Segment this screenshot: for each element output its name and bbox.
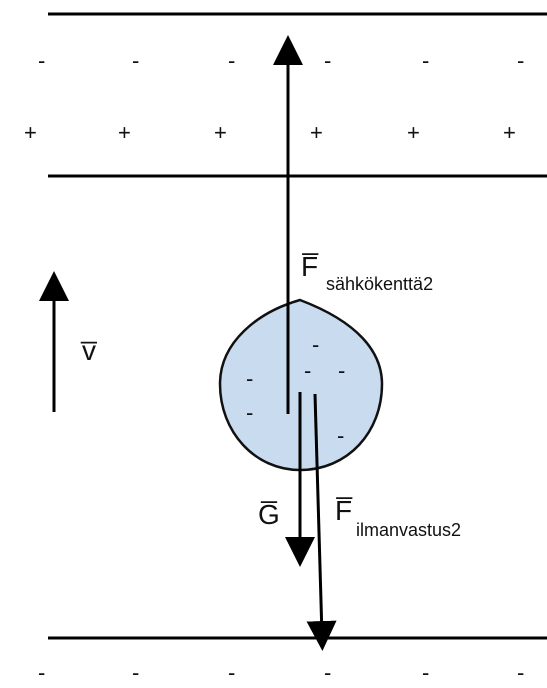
charge-minus: - <box>38 48 45 73</box>
charge-minus: - <box>324 48 331 73</box>
air-resistance-arrow <box>306 393 337 651</box>
charge-plus: + <box>407 120 420 145</box>
electric-force-sub-label: sähkökenttä2 <box>326 274 433 294</box>
charge-minus: - <box>132 48 139 73</box>
charge-minus: - <box>517 660 524 685</box>
charge-minus: - <box>132 660 139 685</box>
droplet-charge: - <box>312 332 319 357</box>
air-resistance-sub-label: ilmanvastus2 <box>356 520 461 540</box>
charge-plus: + <box>310 120 323 145</box>
bottom-charge-row: - - - - - - <box>38 660 524 685</box>
velocity-label: v̅ <box>80 335 98 366</box>
charge-minus: - <box>324 660 331 685</box>
charge-minus: - <box>228 48 235 73</box>
charge-minus: - <box>228 660 235 685</box>
electric-force-main-label: F̅ <box>301 251 319 282</box>
droplet-charge: - <box>304 358 311 383</box>
droplet-charge: - <box>246 400 253 425</box>
charge-minus: - <box>517 48 524 73</box>
charge-minus: - <box>422 660 429 685</box>
droplet-charge: - <box>246 366 253 391</box>
charge-plus: + <box>24 120 37 145</box>
top-charge-row: - - - - - - <box>38 48 524 73</box>
air-resistance-main-label: F̅ <box>335 495 353 526</box>
droplet-charges: - - - - - - <box>246 332 345 448</box>
charge-minus: - <box>422 48 429 73</box>
gravity-label: G̅ <box>258 499 280 530</box>
charge-plus: + <box>118 120 131 145</box>
droplet-charge: - <box>337 423 344 448</box>
middle-charge-row: + + + + + + <box>24 120 516 145</box>
droplet-charge: - <box>338 358 345 383</box>
charge-minus: - <box>38 660 45 685</box>
charge-plus: + <box>214 120 227 145</box>
charge-plus: + <box>503 120 516 145</box>
